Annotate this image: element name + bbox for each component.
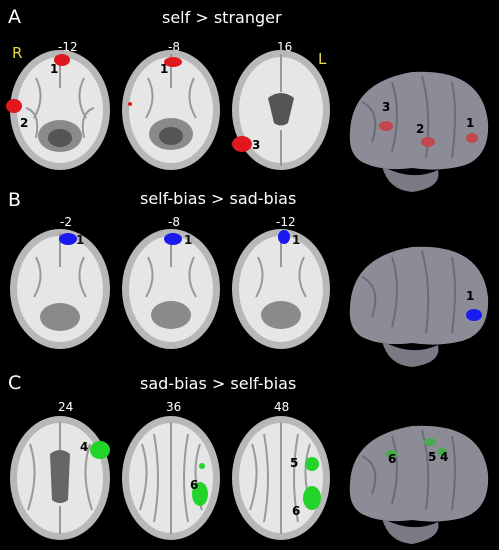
- brain-slice: [232, 229, 330, 349]
- panel-title: self-bias > sad-bias: [140, 189, 297, 208]
- brain-slice: [232, 50, 330, 170]
- orientation-left: L: [318, 50, 327, 68]
- panel-c: C sad-bias > self-bias 24 36 48 4 6: [0, 368, 499, 548]
- brain-slice: [122, 229, 220, 349]
- region-label: 3: [382, 100, 391, 114]
- panel-title: sad-bias > self-bias: [140, 374, 297, 393]
- panel-title: self > stranger: [162, 8, 282, 27]
- region-label: 1: [292, 233, 301, 247]
- region-label: 4: [440, 450, 449, 464]
- panel-letter: A: [8, 6, 21, 28]
- region-label: 3: [252, 138, 261, 152]
- region-label: 5: [428, 450, 437, 464]
- region-label: 2: [20, 116, 29, 130]
- brain-slice: [122, 50, 220, 170]
- brain-slice: [232, 416, 330, 540]
- slice-number: 48: [274, 400, 290, 414]
- brain-3d-render: [349, 71, 489, 192]
- slice-number: -8: [168, 40, 180, 54]
- region-label: 4: [80, 440, 89, 454]
- region-label: 6: [190, 478, 199, 492]
- slice-number: 24: [58, 400, 74, 414]
- region-label: 1: [466, 116, 475, 130]
- region-label: 1: [76, 233, 85, 247]
- panel-b: B self-bias > sad-bias -2 -8 -12 1 1: [0, 185, 499, 367]
- region-label: 1: [50, 62, 59, 76]
- slice-number: 36: [166, 400, 182, 414]
- region-label: 6: [292, 504, 301, 518]
- brain-3d-render: [349, 425, 489, 544]
- panel-letter: B: [8, 189, 22, 211]
- region-label: 1: [184, 233, 193, 247]
- brain-3d-render: [349, 246, 489, 367]
- orientation-right: R: [12, 44, 23, 62]
- slice-number: -8: [168, 215, 180, 229]
- panel-letter: C: [8, 372, 22, 394]
- brain-slice: [122, 416, 220, 540]
- region-label: 5: [290, 456, 299, 470]
- region-label: 6: [388, 452, 397, 466]
- brain-slice: [10, 229, 110, 349]
- panel-a: A self > stranger R L -12 -8 16: [0, 0, 499, 192]
- region-label: 2: [416, 122, 425, 136]
- brain-slice: [10, 416, 110, 540]
- slice-number: -12: [276, 215, 296, 229]
- region-label: 1: [466, 289, 475, 303]
- brain-slice: [6, 50, 110, 170]
- slice-number: -2: [60, 215, 72, 229]
- region-label: 1: [160, 62, 169, 76]
